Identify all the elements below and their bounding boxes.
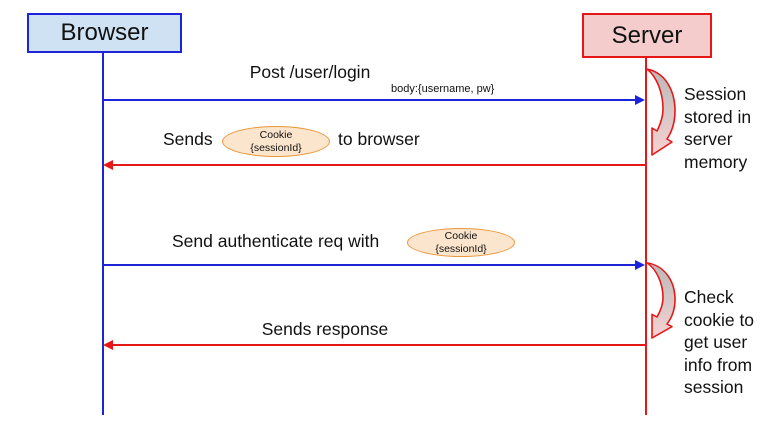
message-4-arrow-line bbox=[108, 344, 645, 346]
message-4-arrowhead-icon bbox=[103, 340, 113, 350]
message-2-arrowhead-icon bbox=[103, 160, 113, 170]
annotation-check-cookie: Check cookie to get user info from sessi… bbox=[684, 287, 755, 397]
message-1-arrowhead-icon bbox=[635, 95, 645, 105]
message-2-arrow-line bbox=[108, 164, 645, 166]
annotation-session-stored: Session stored in server memory bbox=[684, 84, 752, 172]
actor-box-browser: Browser bbox=[27, 13, 182, 53]
actor-label-server: Server bbox=[611, 21, 683, 49]
message-2-suffix: to browser bbox=[338, 129, 420, 149]
server-self-call-1-arrow-icon bbox=[646, 68, 676, 156]
message-1-sublabel: body:{username, pw} bbox=[391, 83, 495, 95]
cookie-1-title: Cookie bbox=[259, 129, 293, 141]
server-lifeline bbox=[645, 58, 647, 415]
cookie-shape-1: Cookie {sessionId} bbox=[222, 126, 330, 157]
message-4-label: Sends response bbox=[261, 319, 389, 339]
message-3-arrowhead-icon bbox=[635, 260, 645, 270]
message-1-arrow-line bbox=[103, 99, 637, 101]
message-3-prefix: Send authenticate req with bbox=[172, 231, 380, 251]
server-self-call-2-arrow-icon bbox=[646, 262, 676, 339]
message-1-label: Post /user/login bbox=[249, 62, 371, 82]
message-3-arrow-line bbox=[103, 264, 637, 266]
cookie-2-value: {sessionId} bbox=[435, 242, 487, 255]
cookie-1-value: {sessionId} bbox=[250, 141, 302, 154]
message-2-prefix: Sends bbox=[163, 129, 213, 149]
browser-lifeline bbox=[102, 53, 104, 415]
actor-label-browser: Browser bbox=[60, 19, 149, 46]
actor-box-server: Server bbox=[582, 13, 712, 58]
cookie-2-title: Cookie bbox=[444, 230, 478, 242]
cookie-shape-2: Cookie {sessionId} bbox=[407, 228, 515, 257]
